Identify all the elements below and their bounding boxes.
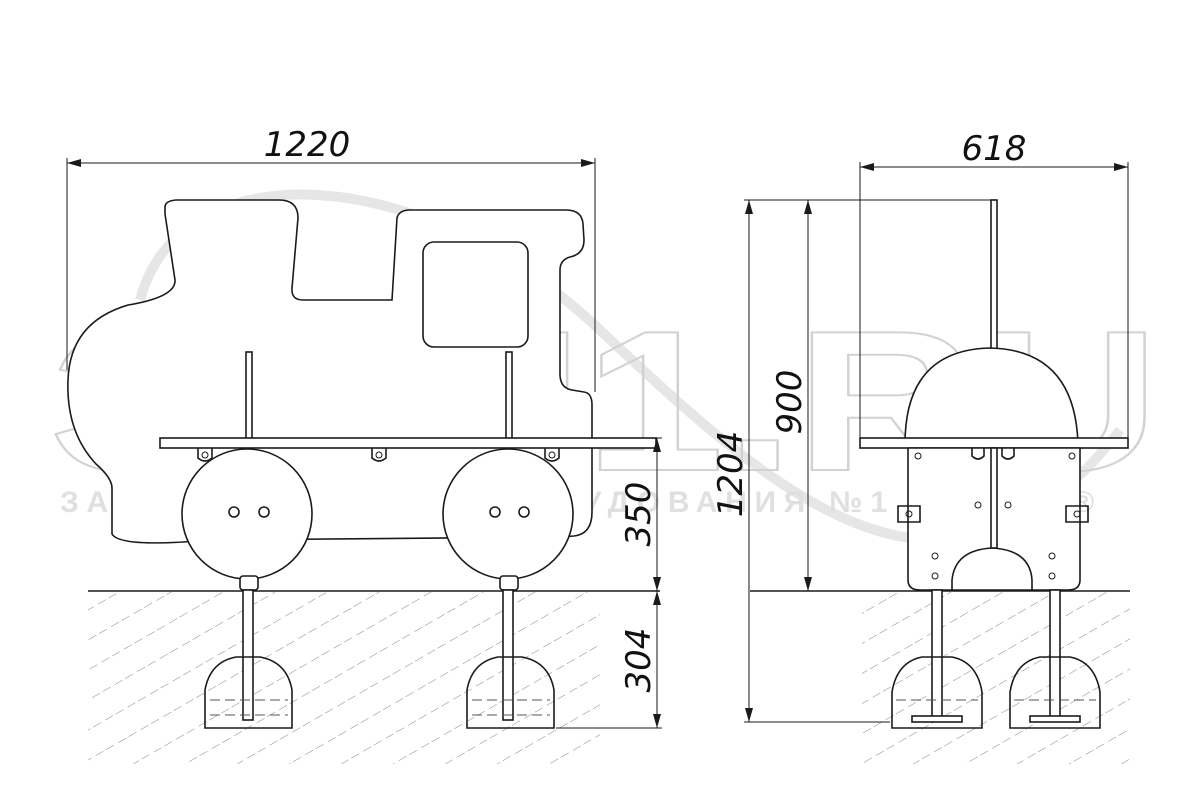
dimension-foundation-depth: 304 [556,591,662,729]
dim-label-total-height: 1204 [711,431,751,518]
dimension-panel-height: 900 [770,200,812,591]
wheel-bolt [489,506,501,518]
wheel-left [181,448,313,580]
side-leg-left [931,589,943,719]
wheel-bolt [518,506,530,518]
train-body-outline [67,199,593,544]
side-foundation-left [891,656,983,729]
dim-label-panel-height: 900 [770,370,810,435]
ground-side [750,590,1130,764]
foundation-right [466,656,555,729]
side-bolt-holes [914,452,1076,580]
train-front-view [67,199,657,729]
foundation-left [204,656,293,729]
dimension-seat-height: 350 [600,437,662,591]
post-right [499,575,519,721]
dimension-side-width: 618 [859,129,1129,440]
dimension-total-height: 1204 [711,199,995,723]
side-leg-right [1049,589,1061,719]
ground-hatch-side [862,592,1130,764]
train-side-view [859,199,1129,729]
side-dome [904,347,1079,445]
wheel-right [442,448,574,580]
wheel-bolt [228,506,240,518]
handle-bar-left [245,351,253,441]
dim-label-seat-height: 350 [619,482,659,547]
side-center-rod [990,447,998,549]
wheel-bolt [258,506,270,518]
dimension-front-width: 1220 [66,125,596,392]
seat-brackets [197,448,560,462]
post-left [239,575,259,721]
side-brackets [897,448,1089,523]
dim-label-foundation-depth: 304 [619,628,659,693]
dim-label-side-width: 618 [962,129,1027,169]
side-seat-plank [859,437,1129,449]
handle-bar-right [505,351,513,441]
side-foundation-right [1009,656,1101,729]
cab-window [422,241,529,348]
dim-label-front-width: 1220 [264,125,351,165]
ground-front [88,590,660,764]
ground-hatch-front [88,592,600,764]
seat-plank [159,437,657,449]
